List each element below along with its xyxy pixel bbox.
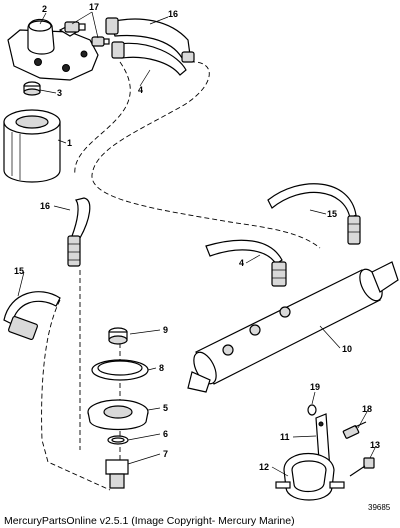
callout-16-upper: 16 (168, 9, 178, 19)
callout-15-left: 15 (14, 266, 24, 276)
callout-9: 9 (163, 325, 168, 335)
fitting-9 (108, 327, 128, 345)
callout-17: 17 (89, 2, 99, 12)
drain-plug-3 (23, 81, 41, 96)
o-ring-6 (107, 435, 129, 445)
middle-hose-16 (67, 197, 91, 267)
callout-4-middle: 4 (239, 258, 244, 268)
filter-adapter-bracket (7, 18, 99, 81)
nipple-fitting-7 (105, 459, 129, 489)
callout-7: 7 (163, 449, 168, 459)
callout-6: 6 (163, 429, 168, 439)
callout-10: 10 (342, 344, 352, 354)
callout-4-upper: 4 (138, 85, 143, 95)
reference-number: 39685 (368, 503, 391, 512)
leader-lines (17, 11, 377, 477)
middle-hose-4 (205, 239, 287, 287)
hose-fittings (64, 21, 110, 47)
callout-19: 19 (310, 382, 320, 392)
screw-18 (342, 421, 367, 439)
callout-16-middle: 16 (40, 201, 50, 211)
callout-15-right: 15 (327, 209, 337, 219)
upper-hose-4 (111, 41, 187, 76)
callout-3: 3 (57, 88, 62, 98)
oil-cooler-10 (187, 261, 399, 393)
clamp-12 (275, 452, 345, 501)
callout-11: 11 (280, 432, 290, 442)
bolt-13 (349, 457, 375, 477)
adapter-5 (87, 399, 149, 431)
callout-12: 12 (259, 462, 269, 472)
gasket-8 (91, 359, 149, 381)
copyright-footer: MercuryPartsOnline v2.5.1 (Image Copyrig… (4, 515, 295, 527)
callout-18: 18 (362, 404, 372, 414)
oil-filter-1 (3, 109, 61, 183)
callout-1: 1 (67, 138, 72, 148)
callout-13: 13 (370, 440, 380, 450)
callout-5: 5 (163, 403, 168, 413)
callouts: 2 17 16 4 3 1 16 15 4 15 9 10 8 5 6 7 19… (14, 2, 380, 472)
callout-2: 2 (42, 4, 47, 14)
callout-8: 8 (159, 363, 164, 373)
washer-19 (307, 404, 317, 416)
lower-left-hose-15 (3, 291, 61, 341)
right-hose-15 (267, 183, 361, 245)
upper-hose-16 (105, 17, 195, 63)
